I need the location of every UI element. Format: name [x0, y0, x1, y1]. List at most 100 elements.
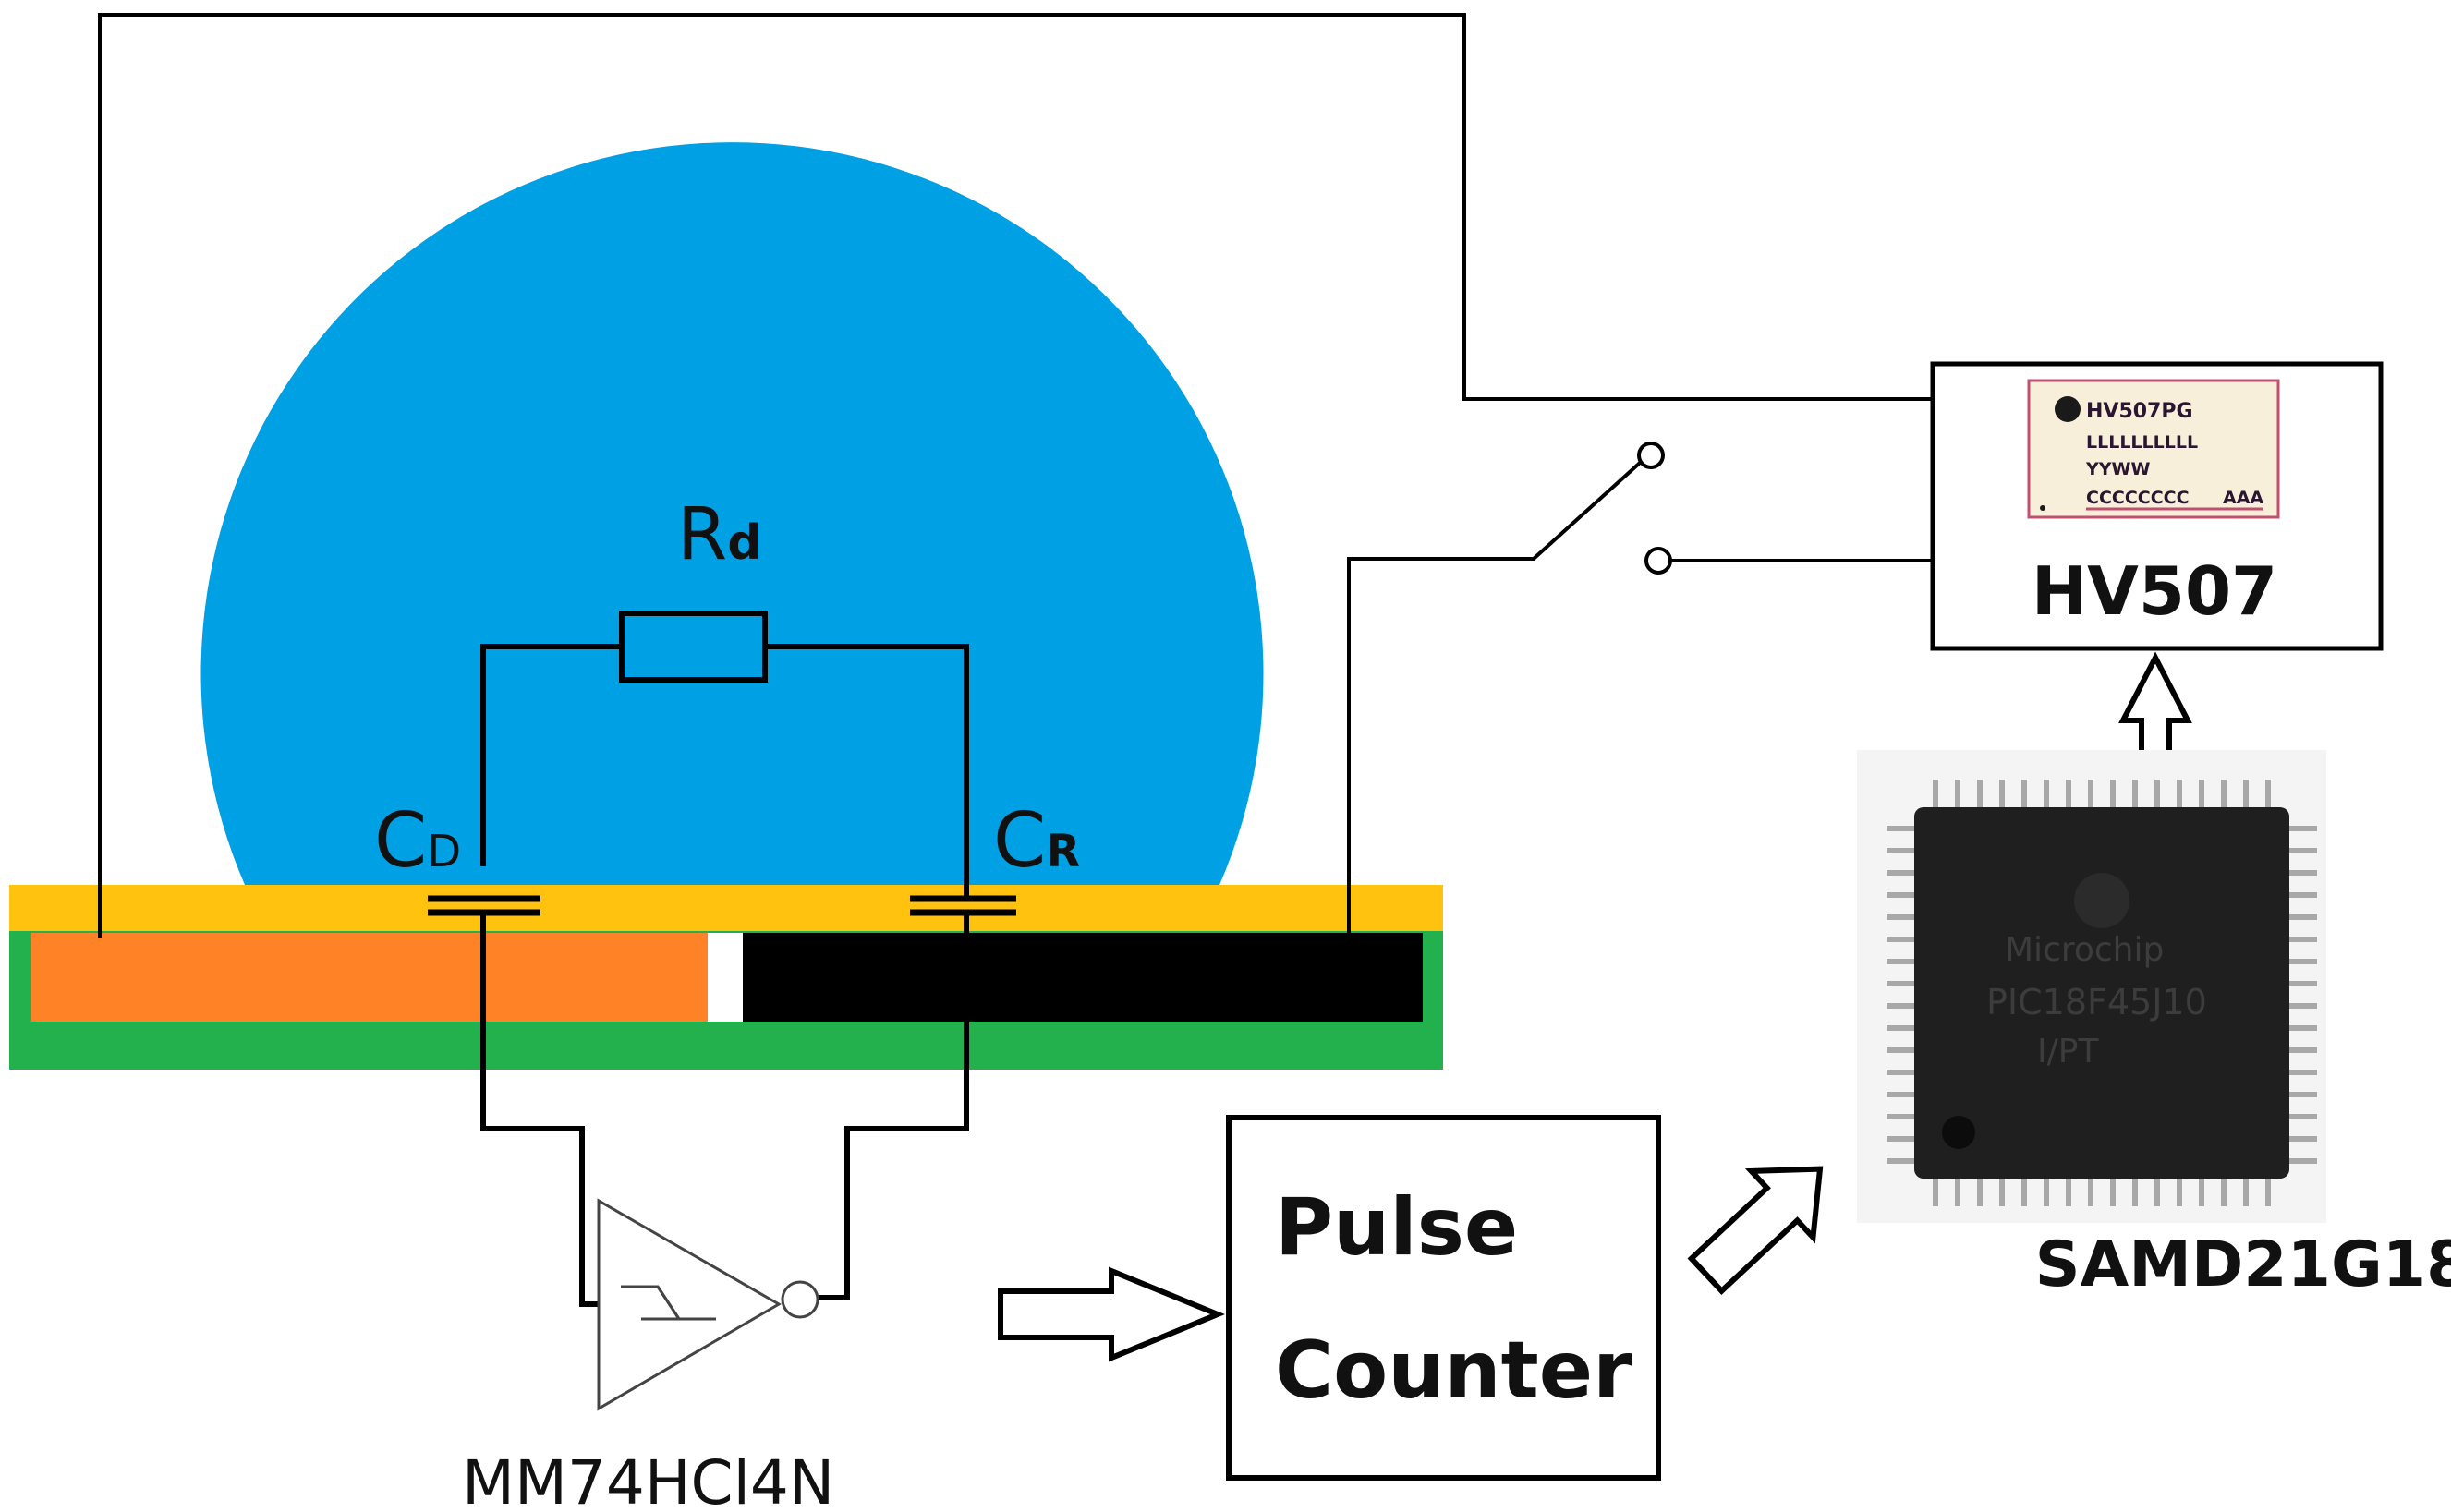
mcu-pin	[2044, 1179, 2049, 1206]
mcu-pin	[1977, 1179, 1983, 1206]
label-cd: CD	[374, 797, 461, 885]
mcu-pin1-marker	[1942, 1116, 1975, 1149]
pulse-counter-label-line2: Counter	[1275, 1325, 1632, 1417]
hv507-label: HV507	[2032, 552, 2277, 630]
mcu-pin	[2221, 780, 2227, 807]
mcu-pin	[1933, 780, 1938, 807]
mcu-pin	[2132, 1179, 2138, 1206]
mcu-pin	[2044, 780, 2049, 807]
mcu-pin	[1977, 780, 1983, 807]
mcu-pin	[2289, 1047, 2317, 1053]
mcu-pin	[1887, 914, 1914, 920]
mcu-pin	[2110, 1179, 2116, 1206]
mcu-pin	[2177, 780, 2182, 807]
mcu-pin	[2243, 780, 2249, 807]
mcu-pin	[2289, 1136, 2317, 1142]
mcu-pin	[2199, 1179, 2204, 1206]
mcu-pin	[1887, 826, 1914, 831]
left-electrode	[31, 933, 708, 1022]
mcu-pin	[1887, 1003, 1914, 1009]
hv507-chip-text-line1: HV507PG	[2086, 400, 2193, 423]
arrow-to-mcu	[1687, 1166, 1824, 1295]
mcu-pin	[1887, 959, 1914, 964]
mcu-pin	[1933, 1179, 1938, 1206]
mcu-pin	[1887, 1070, 1914, 1075]
mcu-logo-icon	[2074, 873, 2129, 928]
mcu-pin	[1887, 1092, 1914, 1097]
mcu-pin	[2289, 1003, 2317, 1009]
hv507-chip-text-line2: LLLLLLLLLL	[2086, 432, 2198, 453]
wire-rd-left	[480, 644, 622, 866]
mcu-pin	[2289, 848, 2317, 853]
label-cr: CR	[993, 797, 1080, 885]
mcu-pin	[1887, 1025, 1914, 1031]
mcu-pin	[2243, 1179, 2249, 1206]
mcu-pin	[1887, 892, 1914, 898]
mcu-marking-brand: Microchip	[2005, 931, 2164, 969]
mcu-pin	[2289, 826, 2317, 831]
mcu-pin	[2066, 1179, 2071, 1206]
mcu-pin	[1887, 1158, 1914, 1164]
wire-right-electrode-to-switch	[1347, 453, 1651, 938]
mcu-pin	[2177, 1179, 2182, 1206]
mcu-pin	[2265, 1179, 2271, 1206]
mcu-pin	[1955, 1179, 1960, 1206]
mcu-pin	[2199, 780, 2204, 807]
mcu-pin	[2221, 1179, 2227, 1206]
mcu-marking-part: PIC18F45J10	[1986, 982, 2207, 1022]
inverter-output-bubble	[781, 1280, 819, 1319]
hv507-brand-icon	[2055, 396, 2081, 422]
mcu-pin	[1887, 1047, 1914, 1053]
mcu-pin	[2021, 1179, 2027, 1206]
label-inverter-part: MM74HCl4N	[462, 1447, 834, 1512]
mcu-pin	[1999, 1179, 2005, 1206]
droplet	[200, 142, 1264, 886]
pulse-counter-box	[1226, 1115, 1661, 1481]
mcu-pin	[2289, 959, 2317, 964]
mcu-pin	[2088, 780, 2093, 807]
hv507-chip-text-line3: YYWW	[2085, 459, 2150, 479]
mcu-pin	[2066, 780, 2071, 807]
mcu-pin	[1887, 870, 1914, 876]
pulse-counter-label-line1: Pulse	[1275, 1181, 1518, 1274]
mcu-pin	[1887, 937, 1914, 942]
mcu-pin	[2154, 1179, 2160, 1206]
mcu-pin	[2110, 780, 2116, 807]
mcu-pin	[2154, 780, 2160, 807]
mcu-label: SAMD21G18	[2035, 1228, 2451, 1301]
mcu-pin	[2289, 1025, 2317, 1031]
mcu-marking-pkg: I/PT	[2037, 1033, 2099, 1070]
arrow-to-pulse-counter	[998, 1266, 1225, 1362]
mcu-pin	[1955, 780, 1960, 807]
electrode-gap	[708, 933, 743, 1022]
mcu-pin	[2088, 1179, 2093, 1206]
mcu-pin	[2265, 780, 2271, 807]
mcu-pin	[1887, 848, 1914, 853]
wire-rd-right	[765, 644, 969, 901]
hv507-pin1-dot	[2040, 505, 2045, 511]
hv507-chip-text-line4a: CCCCCCCC	[2086, 488, 2190, 508]
wire-left-electrode-to-hv507	[98, 13, 1933, 938]
mcu-pin	[2289, 981, 2317, 986]
mcu-chip-image: Microchip PIC18F45J10 I/PT	[1857, 750, 2326, 1223]
switch-terminal-upper	[1637, 442, 1665, 469]
resistor-rd	[619, 611, 768, 683]
mcu-pin	[2289, 1158, 2317, 1164]
schmitt-inverter-symbol	[597, 1198, 783, 1411]
mcu-pin	[1887, 1114, 1914, 1119]
mcu-pin	[2021, 780, 2027, 807]
mcu-pin	[2132, 780, 2138, 807]
mcu-pin	[2289, 1092, 2317, 1097]
right-electrode	[743, 933, 1423, 1022]
mcu-pin	[1887, 1136, 1914, 1142]
mcu-pin	[1999, 780, 2005, 807]
mcu-pins	[1887, 780, 2317, 1206]
mcu-pin	[2289, 1070, 2317, 1075]
mcu-pin	[2289, 937, 2317, 942]
dielectric-top-layer	[9, 885, 1443, 931]
switch-terminal-lower	[1644, 547, 1672, 575]
mcu-pin	[2289, 914, 2317, 920]
mcu-pin	[2289, 892, 2317, 898]
mcu-pin	[1887, 981, 1914, 986]
